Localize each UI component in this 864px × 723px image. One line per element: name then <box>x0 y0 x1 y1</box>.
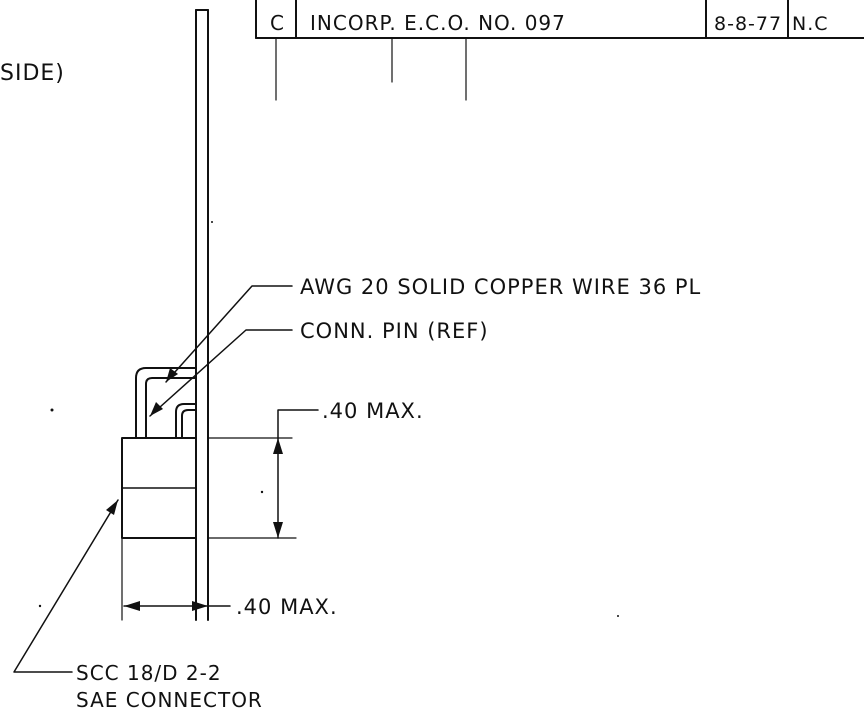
long-wire <box>195 9 209 621</box>
width-dimension-label: .40 MAX. <box>236 595 338 619</box>
pin-callout-label: CONN. PIN (REF) <box>300 319 489 343</box>
rev-date: 8-8-77 <box>714 13 782 35</box>
connector-callout-line2: SAE CONNECTOR <box>76 688 263 712</box>
pin-callout-leader <box>149 329 293 417</box>
rev-description: INCORP. E.C.O. NO. 097 <box>310 11 566 35</box>
wire-callout-leader <box>165 285 293 383</box>
connector-pin <box>175 403 197 439</box>
scan-specks <box>38 221 619 617</box>
view-label: SIDE) <box>0 61 65 86</box>
connector-body <box>121 437 197 621</box>
wire-callout-label: AWG 20 SOLID COPPER WIRE 36 PL <box>300 275 701 299</box>
width-dimension <box>123 601 231 611</box>
height-dimension <box>207 409 319 539</box>
rev-approval: N.C <box>792 13 829 35</box>
height-dimension-label: .40 MAX. <box>322 399 424 423</box>
connector-callout-line1: SCC 18/D 2-2 <box>76 661 222 685</box>
connector-callout-leader <box>13 499 119 673</box>
connector-pin-inner <box>181 409 197 439</box>
revision-block: C INCORP. E.C.O. NO. 097 8-8-77 N.C <box>255 0 864 101</box>
bent-copper-wire <box>135 367 197 439</box>
rev-letter: C <box>270 11 285 35</box>
bent-copper-wire-inner <box>145 377 197 439</box>
